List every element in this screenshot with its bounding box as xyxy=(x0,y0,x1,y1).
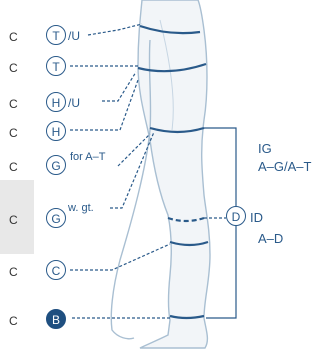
band-d xyxy=(167,216,205,223)
leader-h-u xyxy=(102,71,137,102)
marker-t: T xyxy=(46,25,66,45)
marker-suffix: /U xyxy=(68,29,80,43)
marker-h: H xyxy=(46,92,66,112)
marker-g: G xyxy=(46,208,66,228)
marker-b: B xyxy=(46,309,66,329)
row-c-label: C xyxy=(9,160,18,174)
leader-c xyxy=(70,243,171,271)
marker-note: w. gt. xyxy=(68,202,94,214)
row-c-label: C xyxy=(9,126,18,140)
leader-g-wgt xyxy=(110,131,155,209)
leader-t-u xyxy=(87,23,143,36)
marker-c: C xyxy=(46,260,66,280)
row-bg-shaded xyxy=(0,180,34,254)
bracket-ig-lower xyxy=(206,224,237,319)
leader-g-for xyxy=(117,133,151,167)
row-c-label: C xyxy=(9,213,18,227)
id-title: ID xyxy=(250,210,263,225)
marker-t: T xyxy=(46,56,66,76)
leader-h xyxy=(70,79,139,131)
row-c-label: C xyxy=(9,30,18,44)
band-b xyxy=(169,314,205,320)
ig-range: A–G/A–T xyxy=(258,159,312,174)
marker-d: D xyxy=(226,206,246,226)
marker-note: for A–T xyxy=(70,151,106,163)
marker-h: H xyxy=(46,121,66,141)
band-g xyxy=(149,126,205,134)
marker-g: G xyxy=(46,155,66,175)
band-t xyxy=(137,62,207,73)
row-c-label: C xyxy=(9,265,18,279)
ig-title: IG xyxy=(258,141,272,156)
row-c-label: C xyxy=(9,314,18,328)
band-t-upper xyxy=(139,24,201,35)
id-range: A–D xyxy=(258,231,284,246)
leg-outline xyxy=(137,0,211,349)
row-c-label: C xyxy=(9,97,18,111)
bracket-ig xyxy=(204,127,237,212)
marker-suffix: /U xyxy=(68,96,80,110)
row-c-label: C xyxy=(9,61,18,75)
back-leg-outline xyxy=(110,39,152,340)
row-bg-upper xyxy=(0,0,34,180)
band-c xyxy=(169,240,209,247)
